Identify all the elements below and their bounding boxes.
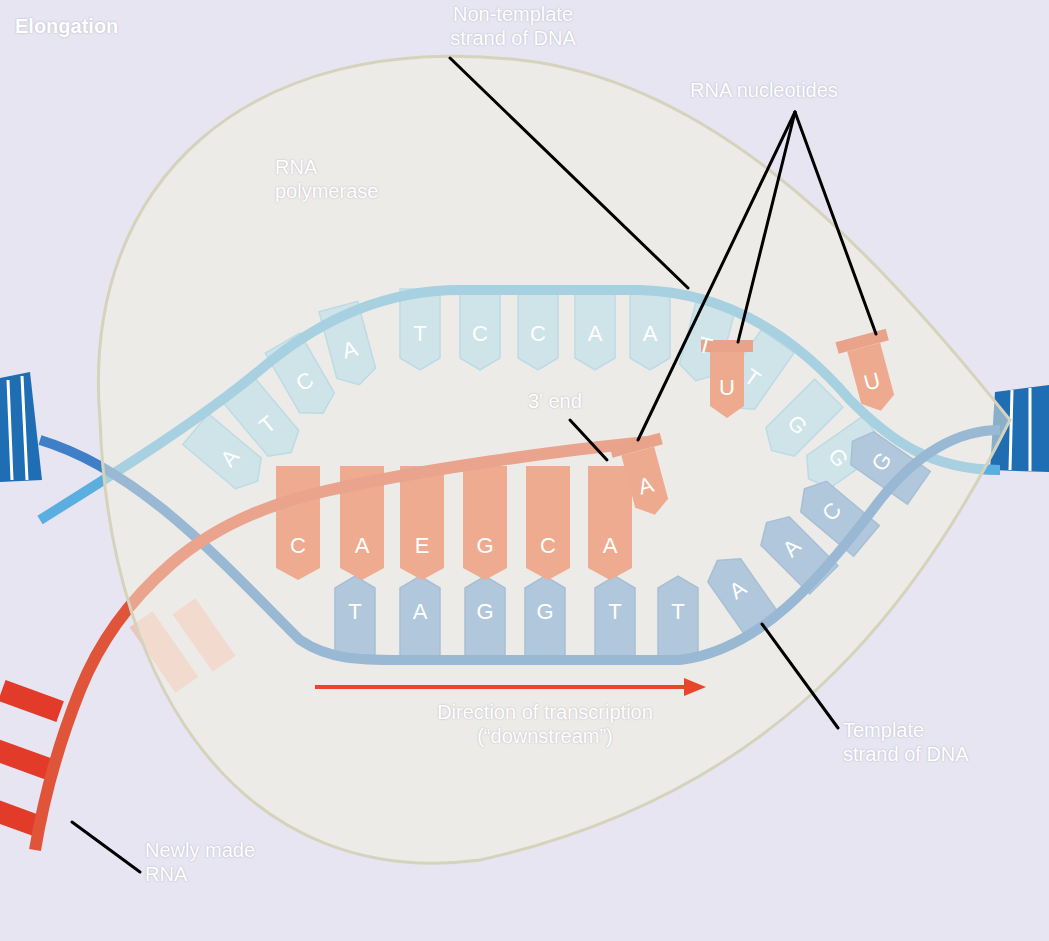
rna-nucleotide xyxy=(609,329,905,522)
base-letter: A xyxy=(355,535,370,557)
callout-label: RNA nucleotides xyxy=(690,78,838,102)
leader-line xyxy=(795,112,876,334)
base-letter: T xyxy=(671,601,684,623)
polymerase-outline xyxy=(98,56,1010,863)
dna-edge-left xyxy=(0,372,42,482)
direction-label: Direction of transcription (“downstream”… xyxy=(415,700,675,748)
dna-edge-left xyxy=(8,376,27,480)
diagram-title: Elongation xyxy=(15,14,118,38)
leader-line xyxy=(638,112,795,440)
leader-line xyxy=(72,822,140,872)
base-letter: C xyxy=(472,323,488,345)
non-template-bases xyxy=(518,289,558,370)
rna-bases xyxy=(400,466,444,580)
direction-arrow xyxy=(315,678,706,696)
base-letter: U xyxy=(719,377,735,399)
template-bases xyxy=(465,576,505,657)
rna-bases xyxy=(588,466,632,580)
leader-line xyxy=(570,420,607,460)
template-bases xyxy=(525,576,565,657)
base-letter: A xyxy=(603,535,618,557)
newly-made-rna-bases xyxy=(0,739,52,780)
template-bases xyxy=(335,576,375,657)
non-template-bases xyxy=(400,289,440,370)
template-bases xyxy=(595,576,635,657)
rna-bases xyxy=(276,466,632,580)
leader-line xyxy=(762,624,838,728)
template-bases xyxy=(335,425,930,657)
base-letter: C xyxy=(290,535,306,557)
non-template-bases xyxy=(460,289,500,370)
strand-label: Non-template strand of DNA xyxy=(433,2,593,50)
leader-line xyxy=(72,58,876,872)
base-letter: G xyxy=(476,601,493,623)
rna-bases xyxy=(526,466,570,580)
non-template-bases xyxy=(630,289,670,370)
leader-line xyxy=(738,112,795,342)
end-label: 3′ end xyxy=(528,389,582,413)
strand-label: Template strand of DNA xyxy=(843,718,978,766)
rna-faded-bases xyxy=(130,598,236,692)
rna-nucleotide xyxy=(835,329,905,418)
direction-arrow xyxy=(684,678,706,696)
rna-label: Newly made RNA xyxy=(145,838,260,886)
rna-nucleotide xyxy=(609,433,679,522)
non-template-backbone xyxy=(40,290,1000,520)
newly-made-rna-bases xyxy=(0,680,64,722)
direction-arrow xyxy=(315,685,688,689)
base-letter: T xyxy=(348,601,361,623)
base-letter: C xyxy=(540,535,556,557)
base-letter: C xyxy=(530,323,546,345)
template-bases xyxy=(658,576,698,657)
base-letter: E xyxy=(415,535,430,557)
base-letter: G xyxy=(536,601,553,623)
non-template-bases xyxy=(183,289,887,496)
leader-line xyxy=(450,58,688,288)
enzyme-label: RNA polymerase xyxy=(275,155,385,203)
dna-edge-right xyxy=(1010,388,1030,471)
template-backbone xyxy=(40,430,1000,660)
base-letter: A xyxy=(413,601,428,623)
base-letter: A xyxy=(588,323,603,345)
template-bases xyxy=(400,576,440,657)
rna-bases xyxy=(276,466,320,580)
dna-edge-left xyxy=(0,372,42,482)
base-letter: T xyxy=(608,601,621,623)
base-letter: T xyxy=(413,323,426,345)
non-template-bases xyxy=(575,289,615,370)
rna-bases xyxy=(463,466,507,580)
rna-backbone xyxy=(35,442,648,850)
base-letter: A xyxy=(643,323,658,345)
rna-faded-bases xyxy=(172,598,235,671)
base-letter: G xyxy=(476,535,493,557)
